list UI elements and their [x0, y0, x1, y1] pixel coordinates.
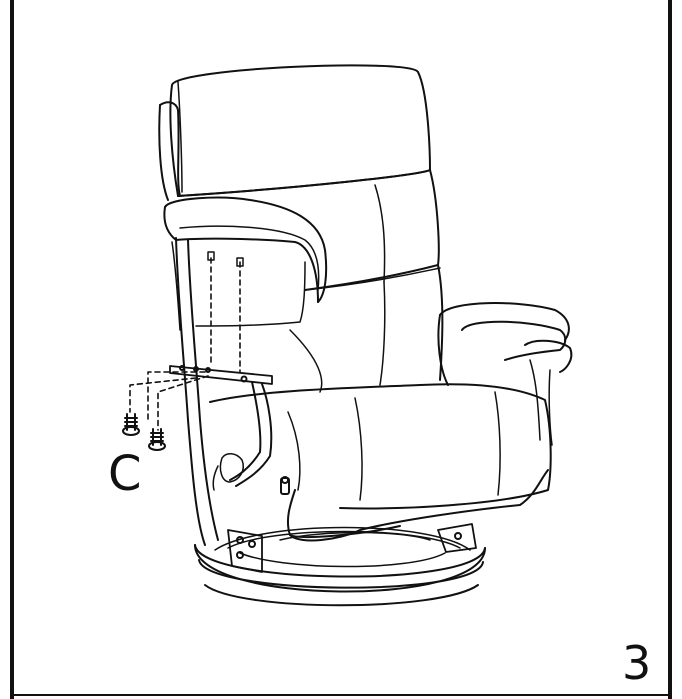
alignment-pins [207, 251, 244, 267]
left-armrest [163, 196, 328, 331]
right-armrest [437, 302, 573, 446]
base-bracket-left [227, 529, 263, 573]
seat-peg [280, 476, 290, 495]
armrest-bracket [169, 365, 273, 491]
panel-border [10, 0, 672, 699]
back-cushion [177, 169, 444, 393]
back-frame [175, 237, 219, 546]
alignment-lines [129, 257, 241, 431]
base-bracket-right [437, 523, 477, 553]
step-number: 3 [622, 636, 652, 690]
screw-icon [148, 428, 166, 451]
seat-cushion [209, 383, 552, 542]
headrest-cushion [158, 64, 431, 201]
part-label-c: C [108, 446, 142, 502]
screw-icon [122, 413, 140, 436]
